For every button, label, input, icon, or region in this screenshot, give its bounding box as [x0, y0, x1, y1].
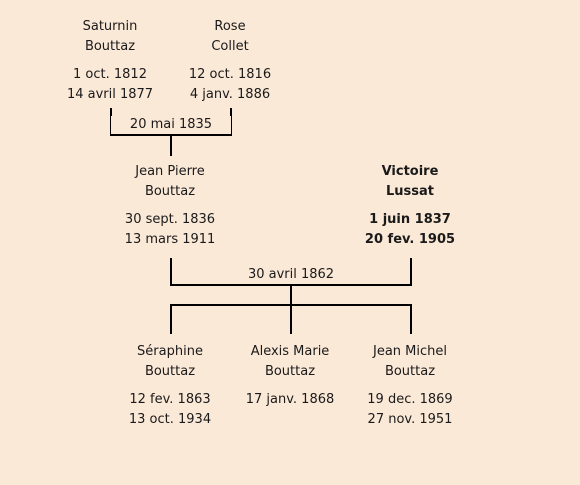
death-date: 4 janv. 1886 — [189, 87, 271, 102]
connector-rose — [230, 108, 232, 136]
last-name: Collet — [211, 39, 249, 54]
first-name: Alexis Marie — [250, 344, 330, 359]
birth-date: 19 dec. 1869 — [367, 392, 453, 407]
connector-to-children — [290, 284, 292, 306]
death-date: 13 mars 1911 — [124, 232, 216, 247]
first-name: Rose — [214, 19, 246, 34]
death-date: 20 fev. 1905 — [364, 232, 456, 247]
connector-alexis — [290, 304, 292, 334]
first-name: Jean Michel — [373, 344, 447, 359]
marriage-date-grandparents: 20 mai 1835 — [111, 116, 231, 134]
connector-victoire — [410, 258, 412, 286]
first-name: Victoire — [381, 164, 439, 179]
birth-date: 17 janv. 1868 — [245, 392, 335, 407]
birth-date: 30 sept. 1836 — [124, 212, 216, 227]
death-date: 13 oct. 1934 — [128, 412, 212, 427]
death-date: 14 avril 1877 — [66, 87, 154, 102]
first-name: Jean Pierre — [135, 164, 205, 179]
last-name: Bouttaz — [384, 364, 436, 379]
connector-to-jean-pierre — [170, 134, 172, 156]
marriage-date-parents: 30 avril 1862 — [231, 266, 351, 284]
birth-date: 12 fev. 1863 — [129, 392, 211, 407]
first-name: Saturnin — [82, 19, 138, 34]
last-name: Bouttaz — [264, 364, 316, 379]
death-date: 27 nov. 1951 — [367, 412, 453, 427]
birth-date: 1 juin 1837 — [369, 212, 451, 227]
last-name: Bouttaz — [144, 364, 196, 379]
birth-date: 1 oct. 1812 — [73, 67, 147, 82]
last-name: Bouttaz — [144, 184, 196, 199]
connector-jean-pierre — [170, 258, 172, 286]
connector-seraphine — [170, 304, 172, 334]
first-name: Séraphine — [137, 344, 203, 359]
birth-date: 12 oct. 1816 — [188, 67, 272, 82]
connector-jean-michel — [410, 304, 412, 334]
last-name: Lussat — [385, 184, 434, 199]
last-name: Bouttaz — [84, 39, 136, 54]
